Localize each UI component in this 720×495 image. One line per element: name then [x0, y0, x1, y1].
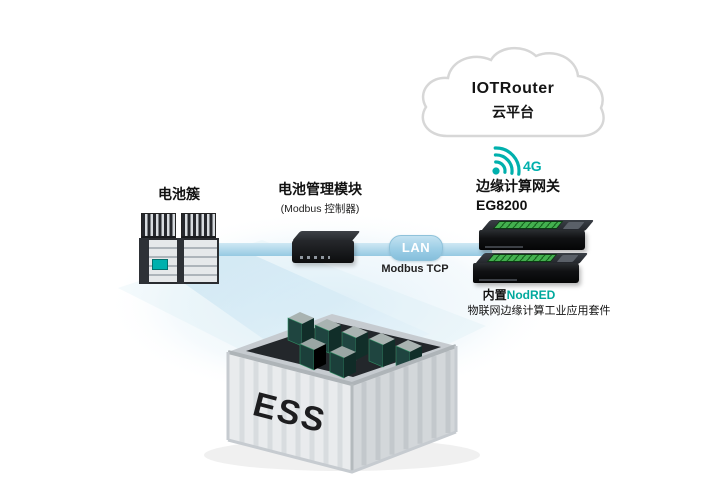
gateway-port — [562, 222, 585, 229]
ess-container-icon: ESS — [204, 312, 480, 474]
4g-label: 4G — [523, 158, 542, 174]
lan-badge: LAN — [389, 235, 443, 261]
bms-device-icon — [292, 231, 361, 267]
container-ribs-front — [239, 357, 343, 469]
gateway-terminal-block — [492, 221, 564, 229]
gateway-device-2-icon — [473, 253, 589, 285]
gateway-terminal-block — [486, 254, 558, 262]
bms-title: 电池管理模块 — [278, 181, 362, 197]
bms-subtitle: (Modbus 控制器) — [280, 203, 360, 215]
bms-device-ports — [300, 256, 330, 259]
battery-brand-badge — [152, 259, 168, 270]
bms-label: 电池管理模块 (Modbus 控制器) — [255, 179, 385, 216]
battery-fins-right — [181, 213, 216, 238]
battery-fins-left — [141, 213, 176, 238]
wifi-4g-icon — [492, 146, 521, 176]
gateway-note-desc: 物联网边缘计算工业应用套件 — [467, 305, 611, 317]
battery-rack-column — [139, 238, 149, 284]
cloud-platform-label: IOTRouter 云平台 — [438, 80, 588, 122]
modbus-tcp-label: Modbus TCP — [381, 263, 449, 275]
battery-cluster-label: 电池簇 — [158, 186, 200, 202]
gateway-label-stripe — [479, 279, 517, 281]
lan-label: LAN — [401, 240, 431, 255]
battery-rack-column-2 — [177, 238, 184, 284]
container-ribs-side — [361, 351, 451, 466]
nodered-note-prefix: 内置 — [482, 288, 507, 302]
nodered-note: 内置NodRED — [434, 286, 604, 303]
gateway-label: 边缘计算网关 EG8200 — [476, 177, 560, 215]
cloud-icon — [421, 47, 605, 138]
gateway-body — [479, 230, 585, 250]
gateway-title: 边缘计算网关 — [476, 178, 560, 194]
gateway-port — [556, 255, 579, 262]
bms-device-body — [292, 240, 354, 263]
gateway-model: EG8200 — [476, 197, 528, 213]
gateway-label-stripe — [485, 246, 523, 248]
cloud-title: IOTRouter — [471, 80, 555, 97]
gateway-body — [473, 263, 579, 283]
battery-rack-icon — [139, 213, 219, 287]
nodered-brand: NodRED — [506, 288, 556, 302]
cloud-subtitle: 云平台 — [492, 104, 534, 120]
gateway-device-1-icon — [479, 220, 595, 252]
